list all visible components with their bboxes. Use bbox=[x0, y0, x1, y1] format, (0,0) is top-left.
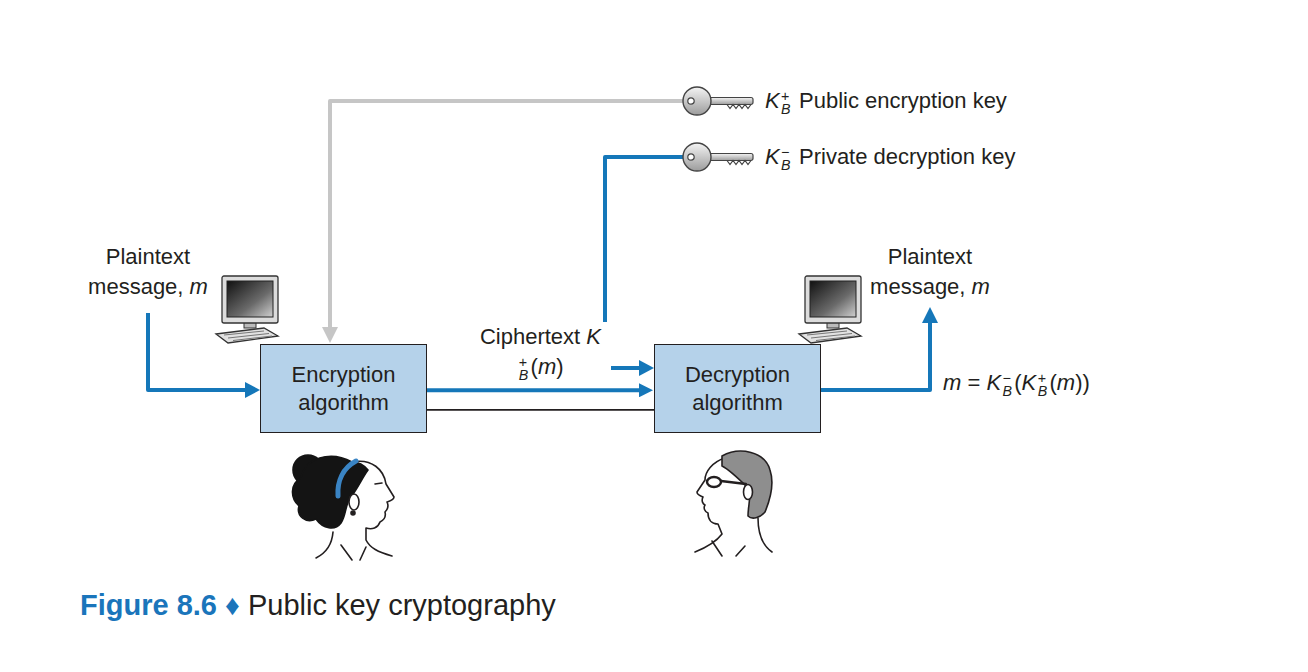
key-icon bbox=[683, 87, 753, 115]
alice-figure bbox=[349, 494, 359, 510]
process-box: Encryption algorithm bbox=[260, 344, 427, 433]
key-sign: − bbox=[1003, 371, 1011, 385]
key-owner: B bbox=[781, 158, 791, 172]
box-label: Decryption algorithm bbox=[655, 361, 820, 417]
key-icon bbox=[707, 98, 753, 105]
message-variable: m bbox=[943, 370, 961, 395]
plaintext-output-arrow bbox=[922, 307, 938, 323]
message-label: Plaintext message, m bbox=[855, 242, 1005, 302]
key-symbol: K bbox=[765, 88, 780, 113]
link-line bbox=[427, 409, 654, 411]
key-icon bbox=[688, 154, 694, 160]
computer-icon bbox=[799, 276, 861, 343]
key-label: KB− Private decryption key bbox=[765, 142, 1015, 172]
key-sign: − bbox=[781, 145, 789, 159]
alice-figure bbox=[341, 545, 366, 560]
key-owner: B bbox=[1003, 384, 1013, 398]
computer-icon bbox=[810, 281, 856, 317]
message-variable: m bbox=[190, 274, 208, 299]
data-arrow bbox=[427, 388, 644, 392]
key-index: B+ bbox=[780, 86, 793, 108]
key-label: KB+ Public encryption key bbox=[765, 86, 1007, 116]
box-label: Encryption algorithm bbox=[261, 361, 426, 417]
edge-label: Ciphertext KB+(m) bbox=[471, 322, 611, 382]
public-key-line bbox=[330, 101, 683, 328]
key-icon bbox=[683, 143, 753, 171]
bob-figure bbox=[695, 451, 772, 556]
computer-icon bbox=[227, 281, 273, 317]
key-sign: + bbox=[781, 89, 789, 103]
computer-icon bbox=[216, 276, 278, 343]
message-variable: m bbox=[972, 274, 990, 299]
key-index: B− bbox=[780, 142, 793, 164]
key-index: B+ bbox=[1036, 368, 1049, 390]
key-icon bbox=[727, 161, 751, 165]
key-icon bbox=[727, 105, 751, 109]
process-box: Decryption algorithm bbox=[654, 344, 821, 433]
public-key-line bbox=[322, 101, 683, 343]
alice-figure bbox=[292, 456, 368, 528]
figure-number: Figure 8.6 bbox=[80, 589, 225, 621]
key-owner: B bbox=[781, 102, 791, 116]
bob-figure bbox=[695, 458, 725, 552]
bob-figure bbox=[712, 541, 745, 556]
public-key-line bbox=[322, 327, 338, 343]
figure-caption: Figure 8.6 ♦ Public key cryptography bbox=[80, 586, 556, 624]
bob-figure bbox=[722, 451, 772, 518]
message-label: Plaintext message, m bbox=[73, 242, 223, 302]
message-variable: m bbox=[538, 354, 556, 379]
key-label: m = KB−(KB+(m)) bbox=[943, 368, 1090, 398]
computer-icon bbox=[216, 328, 278, 343]
key-symbol: K bbox=[986, 370, 1001, 395]
alice-figure bbox=[375, 483, 382, 484]
key-sign: + bbox=[519, 355, 527, 369]
message-variable: m bbox=[1057, 370, 1075, 395]
key-symbol: K bbox=[586, 324, 601, 349]
private-key-line bbox=[605, 157, 683, 368]
plaintext-input-arrow bbox=[148, 313, 260, 398]
key-symbol: K bbox=[1022, 370, 1037, 395]
key-icon bbox=[683, 87, 711, 115]
private-key-line bbox=[639, 360, 654, 376]
key-index: B+ bbox=[517, 352, 530, 374]
alice-figure bbox=[316, 532, 333, 558]
plaintext-input-arrow bbox=[148, 313, 246, 390]
computer-icon bbox=[224, 331, 272, 341]
computer-icon bbox=[222, 276, 278, 323]
caption-separator: ♦ bbox=[225, 589, 240, 621]
bob-figure bbox=[707, 477, 721, 487]
key-sign: + bbox=[1038, 371, 1046, 385]
key-symbol: K bbox=[765, 144, 780, 169]
key-index: B− bbox=[1001, 368, 1014, 390]
key-owner: B bbox=[519, 368, 529, 382]
caption-text: Public key cryptography bbox=[240, 589, 556, 621]
computer-icon bbox=[807, 331, 855, 341]
key-owner: B bbox=[1038, 384, 1048, 398]
plaintext-input-arrow bbox=[245, 382, 260, 398]
bob-figure bbox=[721, 481, 746, 484]
computer-icon bbox=[805, 276, 861, 323]
key-icon bbox=[707, 154, 753, 161]
key-icon bbox=[688, 98, 694, 104]
bob-figure bbox=[744, 485, 753, 500]
alice-figure bbox=[351, 511, 355, 515]
bob-figure bbox=[758, 518, 772, 552]
key-icon bbox=[683, 143, 711, 171]
computer-icon bbox=[799, 328, 861, 343]
alice-figure bbox=[292, 455, 394, 560]
alice-figure bbox=[338, 461, 356, 496]
